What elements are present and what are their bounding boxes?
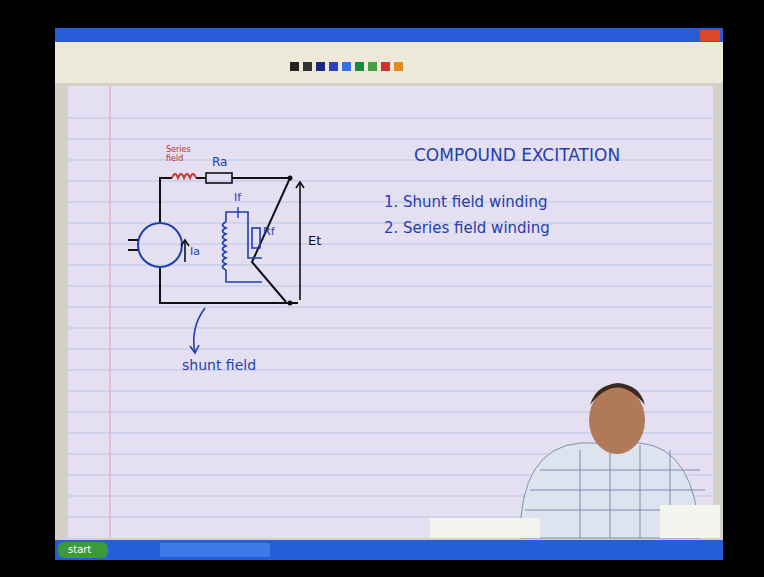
arrow-head (296, 182, 304, 188)
menu-bar (55, 42, 723, 53)
shunt-field-label: shunt field (182, 358, 256, 373)
toolbar-swatches (290, 62, 403, 71)
taskbar (55, 540, 723, 560)
terminal-dot (288, 176, 293, 181)
close-button (700, 30, 720, 41)
app-window (55, 28, 723, 560)
current-arrow (184, 240, 186, 262)
note-item: 2. Series field winding (384, 220, 550, 237)
current-label: Ia (190, 246, 200, 258)
resistor-label: Ra (212, 156, 227, 169)
lecturer-figure (430, 383, 720, 538)
note-item: 1. Shunt field winding (384, 194, 548, 211)
heading: COMPOUND EXCITATION (414, 146, 620, 165)
resistor-symbol (206, 173, 232, 183)
brush-symbol (128, 240, 138, 250)
journal-page (68, 86, 713, 538)
arrow-head (190, 345, 199, 353)
terminal-dot (288, 301, 293, 306)
shunt-wire (226, 270, 262, 282)
arrow-head (181, 240, 189, 246)
shunt-coil-symbol (223, 222, 227, 270)
armature-symbol (138, 223, 182, 267)
current-arrow (237, 207, 238, 218)
current-label: If (234, 192, 241, 204)
rheostat-symbol (252, 228, 260, 248)
rheostat-label: Rf (263, 226, 275, 238)
margin-line (110, 86, 111, 538)
shunt-wire (240, 212, 262, 258)
leader-line (194, 308, 205, 353)
start-label: start (68, 544, 91, 555)
series-field-label: Series field (166, 146, 202, 164)
task-button (160, 543, 270, 557)
voltage-arrow (299, 182, 301, 300)
series-coil-symbol (172, 174, 196, 178)
voltage-label: Et (308, 234, 321, 248)
title-bar (55, 28, 723, 42)
toolbar (55, 53, 723, 83)
start-button (58, 542, 108, 558)
